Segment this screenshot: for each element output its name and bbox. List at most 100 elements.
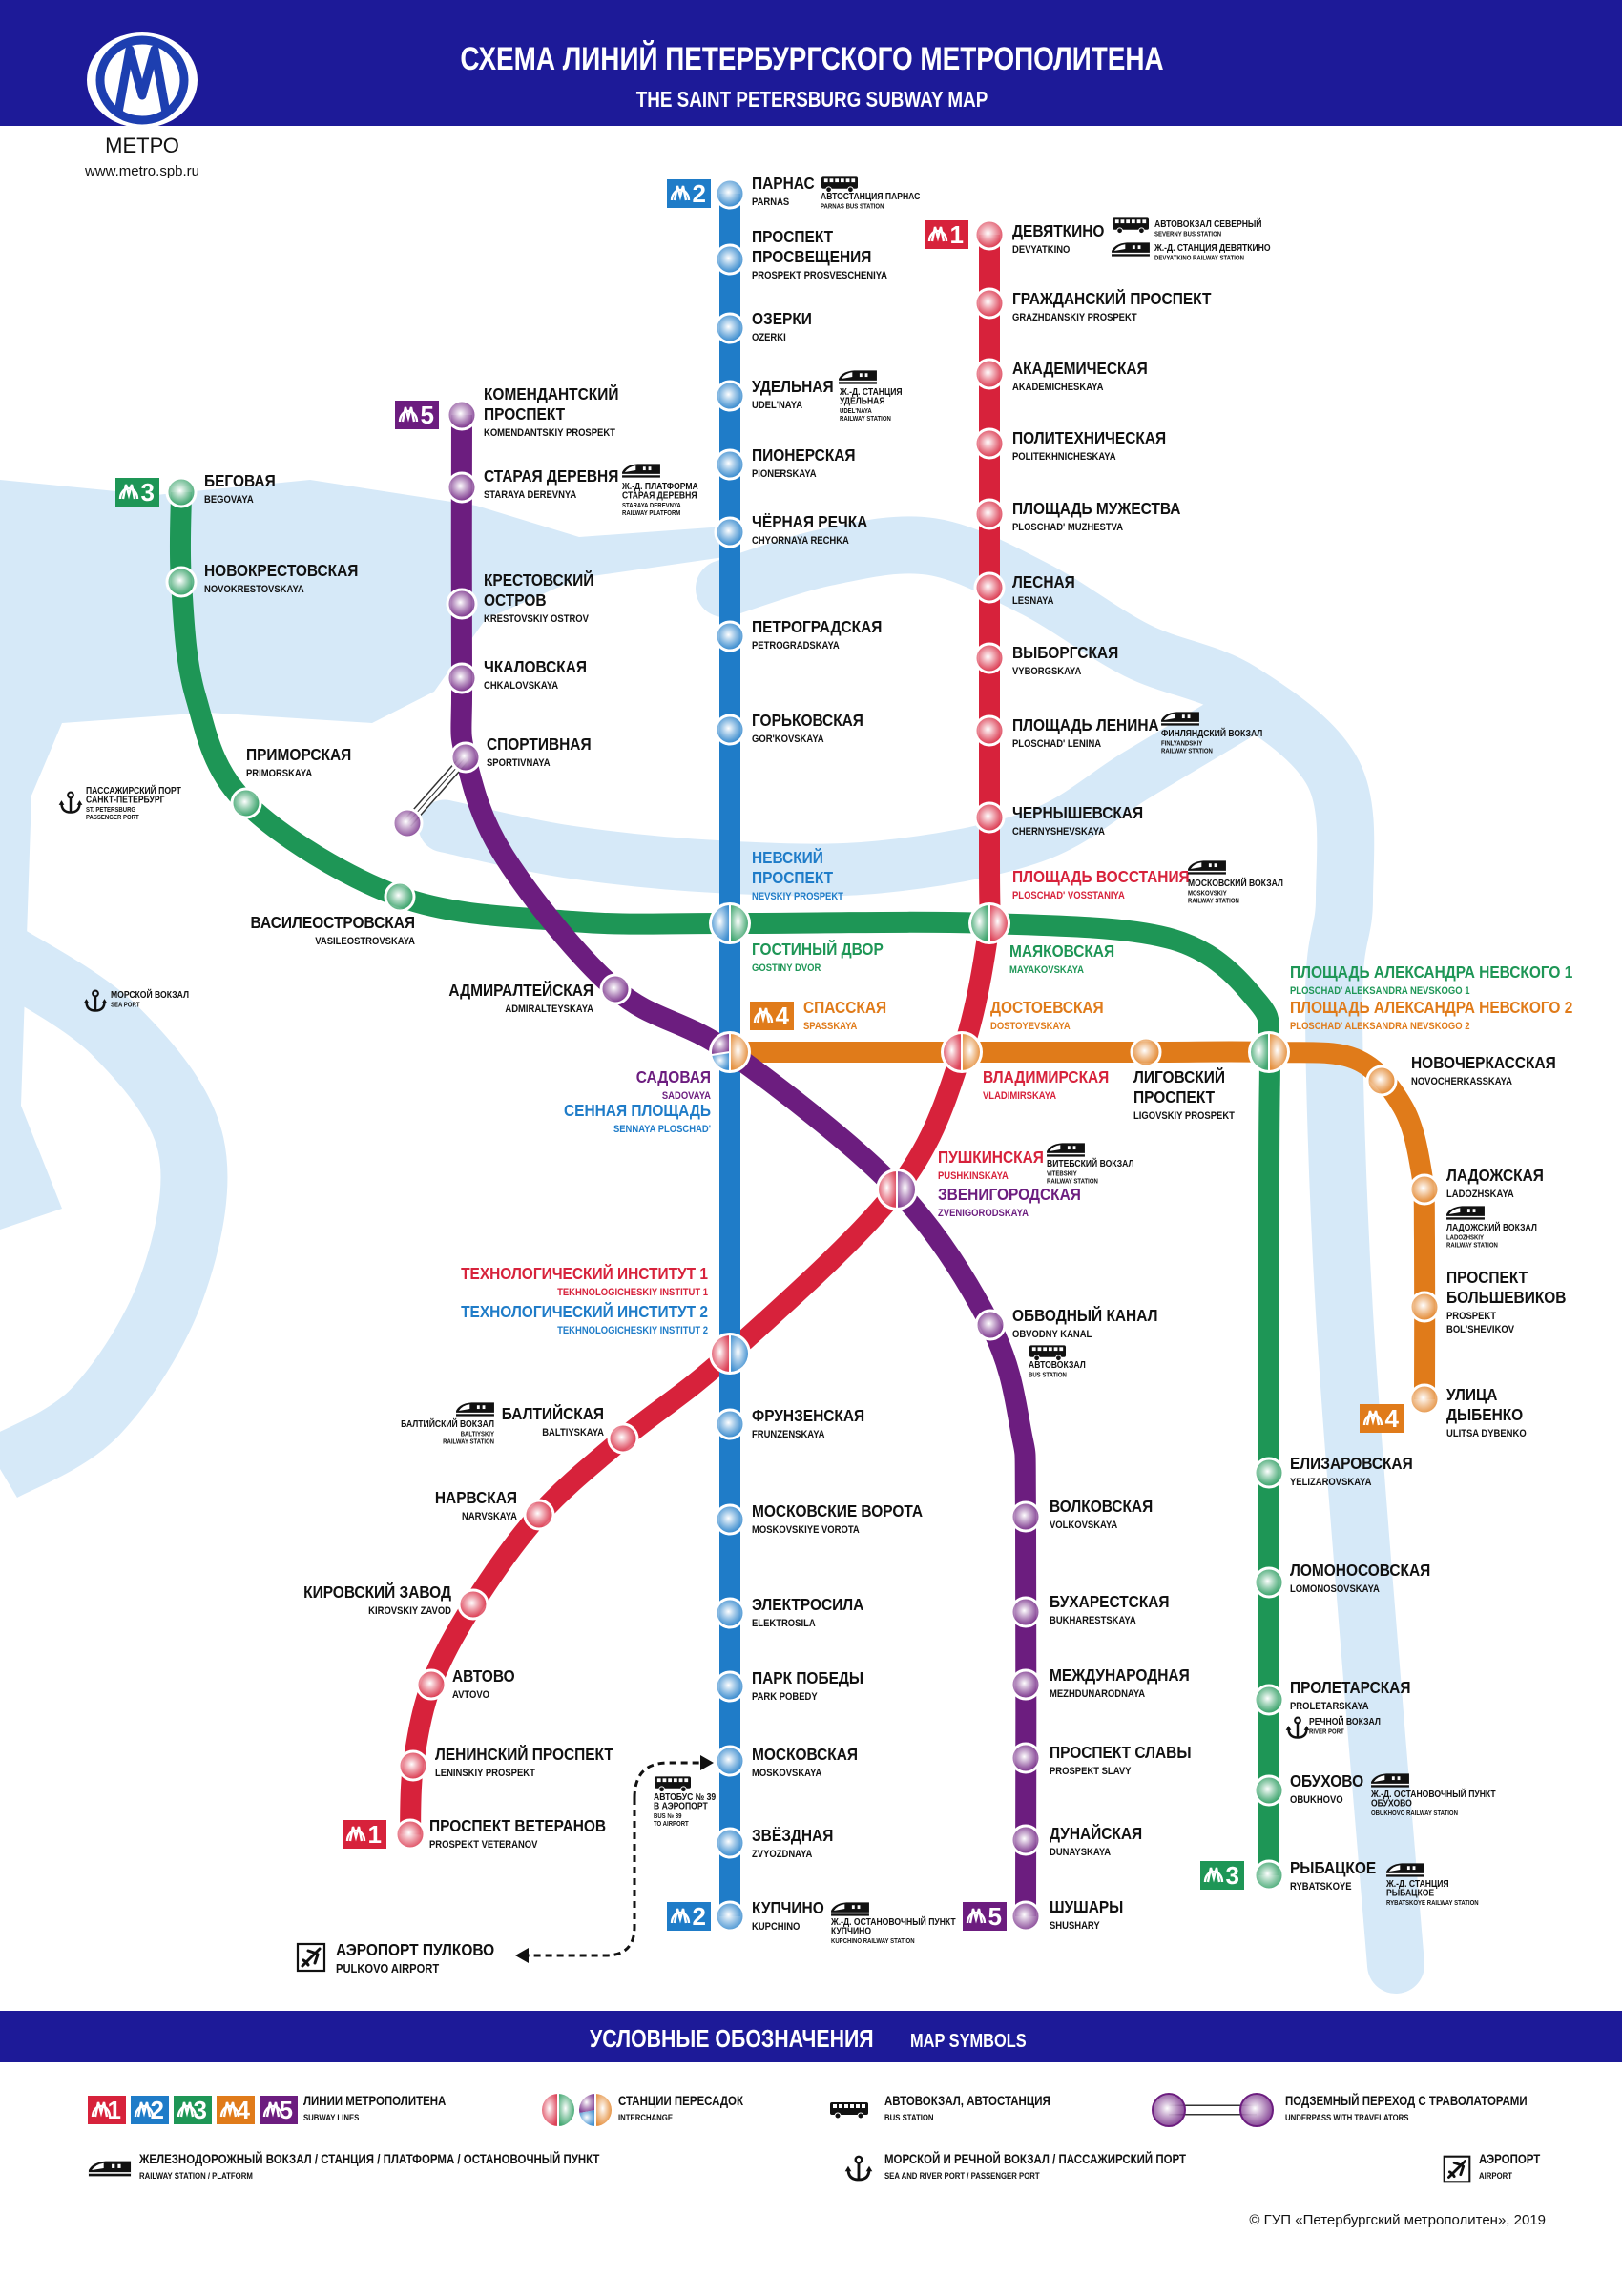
station-marker[interactable]	[714, 1408, 746, 1440]
legend-line-3-badge[interactable]: 3	[174, 2096, 212, 2124]
legend-line-4-badge[interactable]: 4	[217, 2096, 255, 2124]
station-marker[interactable]	[1253, 1774, 1285, 1807]
station-marker[interactable]	[714, 448, 746, 481]
station-marker[interactable]	[714, 516, 746, 548]
station-marker[interactable]	[973, 427, 1006, 460]
poi-train[interactable]: Ж.-Д. ОСТАНОВОЧНЫЙ ПУНКТКУПЧИНОKUPCHINO …	[830, 1902, 956, 1945]
station-marker[interactable]	[1408, 1383, 1441, 1416]
station-marker[interactable]	[1253, 1566, 1285, 1599]
website-link[interactable]: www.metro.spb.ru	[84, 163, 199, 179]
line-4-badge[interactable]: 4	[1360, 1404, 1404, 1433]
station-marker[interactable]	[1253, 1859, 1285, 1892]
station-marker[interactable]	[607, 1422, 639, 1455]
line-5-badge[interactable]: 5	[395, 401, 439, 429]
station-marker[interactable]	[714, 1597, 746, 1629]
station-marker[interactable]	[1253, 1684, 1285, 1716]
station-marker[interactable]	[714, 243, 746, 276]
station-marker[interactable]	[1253, 1457, 1285, 1489]
station-marker[interactable]	[714, 380, 746, 412]
interchange-vosstaniya-mayakovskaya[interactable]	[968, 902, 1010, 944]
station-marker[interactable]	[230, 787, 262, 819]
station-marker[interactable]	[415, 1668, 447, 1701]
interchange-nevsky-gostiny[interactable]	[709, 902, 751, 944]
station-marker[interactable]	[384, 880, 416, 913]
station-marker[interactable]	[599, 973, 632, 1005]
station-marker[interactable]	[714, 714, 746, 746]
station-marker[interactable]	[1009, 1824, 1042, 1856]
line-5-badge[interactable]: 5	[963, 1902, 1007, 1931]
station-marker[interactable]	[1009, 1596, 1042, 1628]
station-marker[interactable]	[974, 1309, 1007, 1341]
line-3-badge[interactable]: 3	[115, 478, 159, 507]
station-marker[interactable]	[714, 1827, 746, 1859]
station-marker[interactable]	[1408, 1291, 1441, 1323]
line-2-badge[interactable]: 2	[667, 179, 711, 208]
station-marker[interactable]	[394, 1818, 426, 1851]
station-marker[interactable]	[714, 312, 746, 344]
station-marker[interactable]	[973, 642, 1006, 674]
station-marker[interactable]	[973, 801, 1006, 834]
station-marker[interactable]	[714, 1670, 746, 1703]
station-marker[interactable]	[523, 1499, 555, 1531]
station-label[interactable]: ТЕХНОЛОГИЧЕСКИЙ ИНСТИТУТ 2TEKHNOLOGICHES…	[461, 1302, 708, 1336]
interchange-pushkinskaya-zvenigorodskaya[interactable]	[876, 1169, 918, 1210]
station-marker[interactable]	[973, 218, 1006, 251]
station-marker[interactable]	[1009, 1668, 1042, 1701]
legend-line-5-badge[interactable]: 5	[260, 2096, 298, 2124]
interchange-sadovaya-sennaya-spasskaya[interactable]	[709, 1031, 751, 1073]
line-1-badge[interactable]: 1	[925, 220, 968, 249]
station-marker[interactable]	[973, 358, 1006, 390]
